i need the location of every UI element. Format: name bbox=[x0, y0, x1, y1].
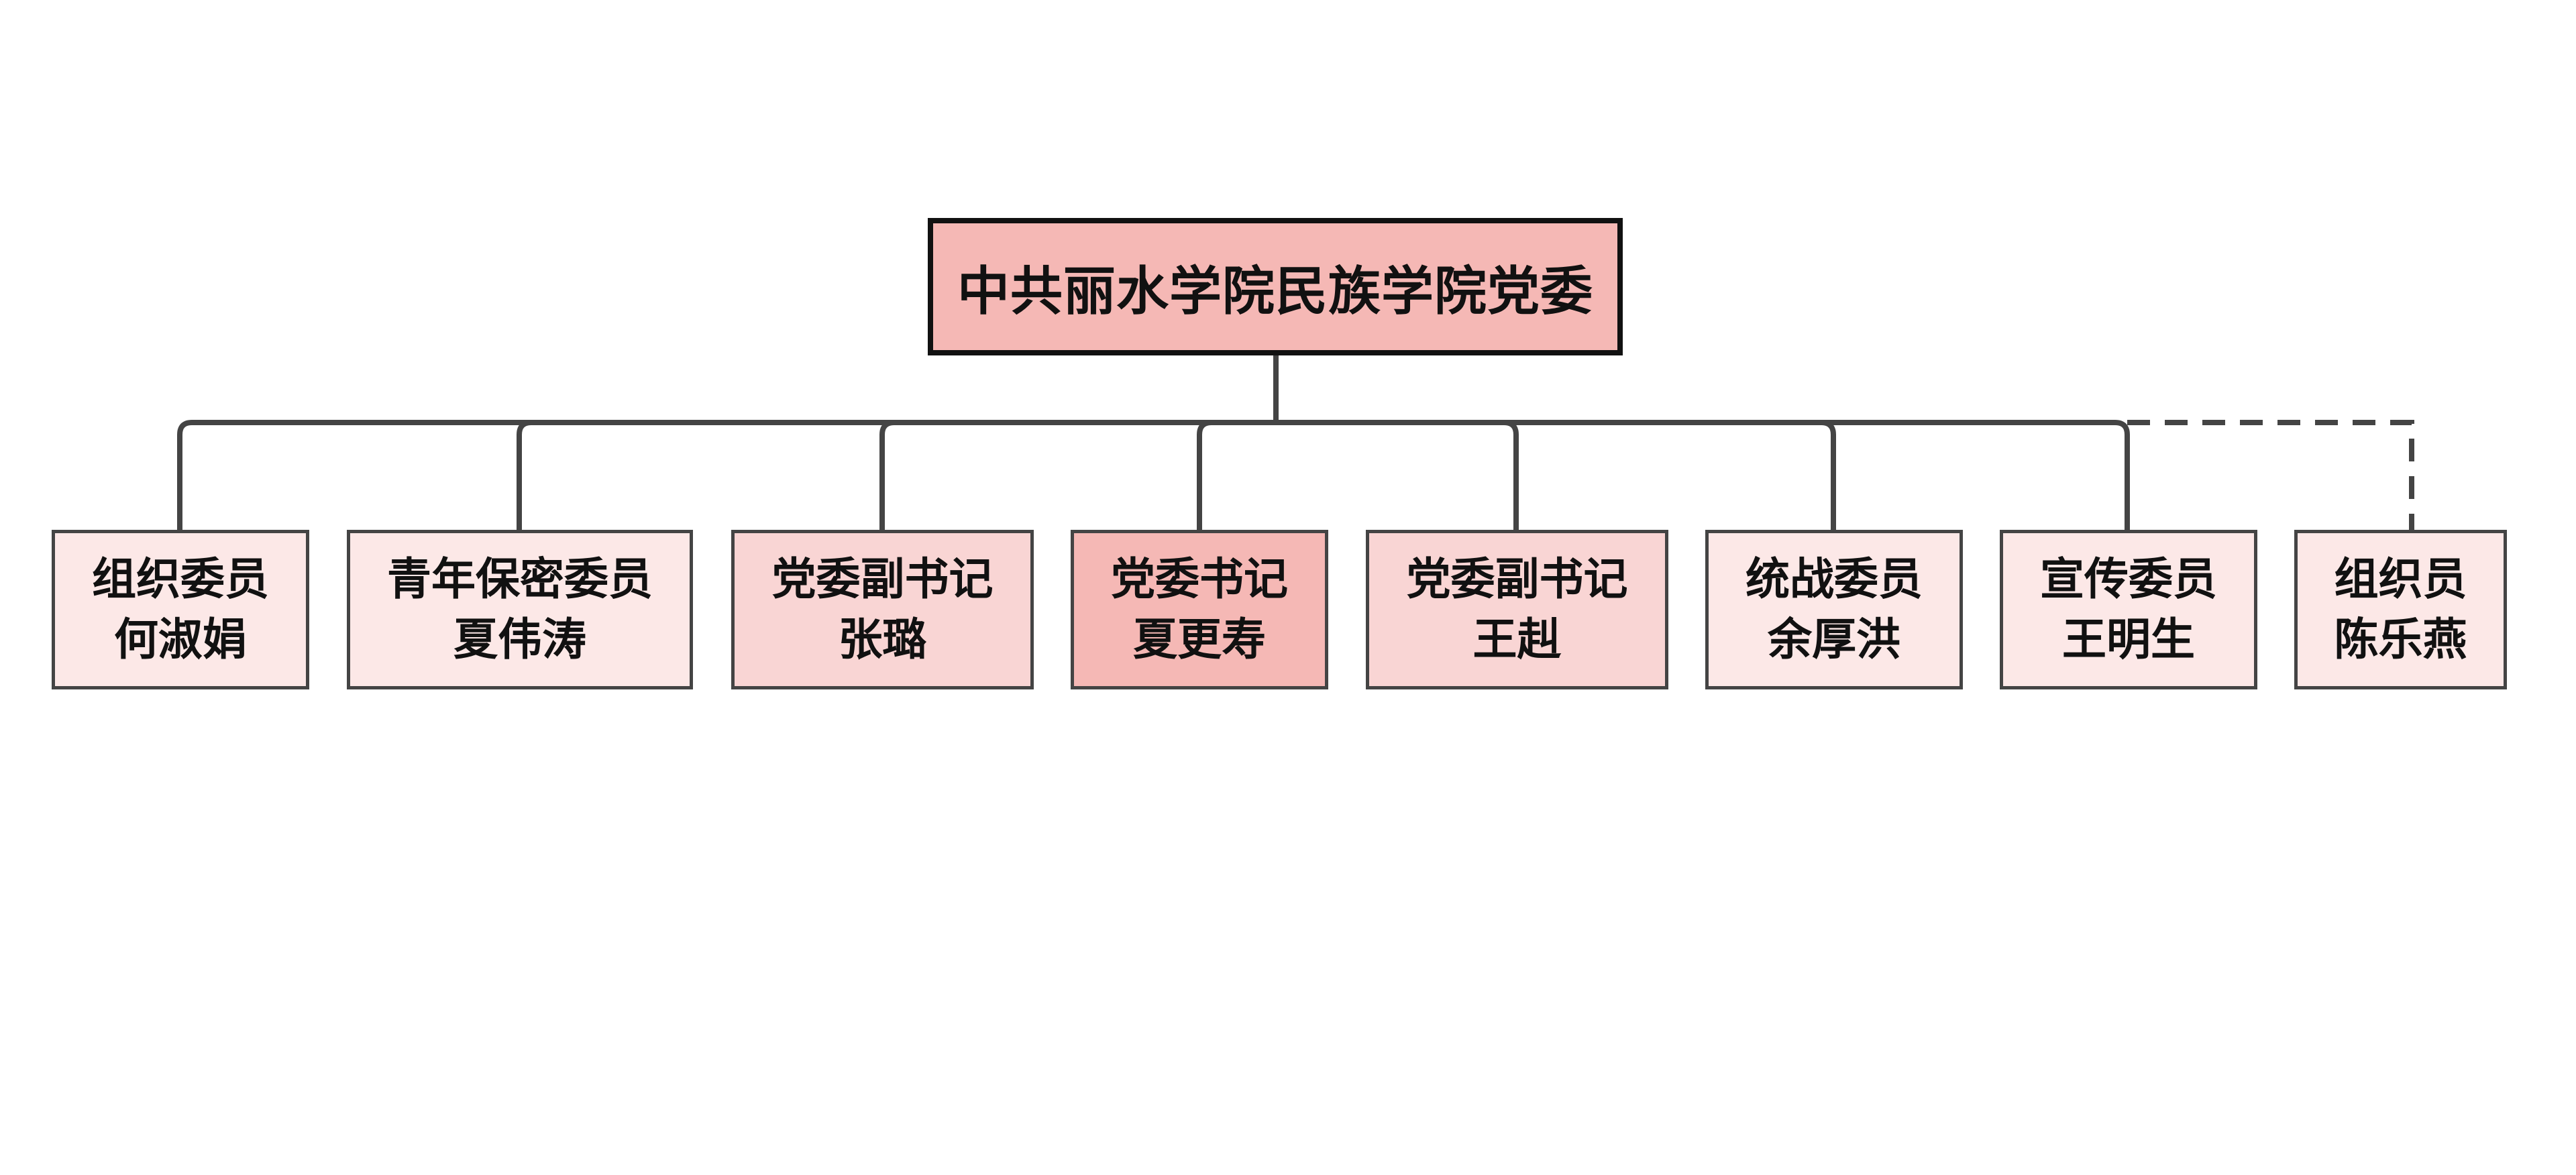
dashed-link-line bbox=[2127, 420, 2414, 530]
branch-curve-3 bbox=[1197, 420, 1212, 435]
member-role: 宣传委员 bbox=[2040, 553, 2217, 605]
member-role: 党委书记 bbox=[1111, 553, 1288, 605]
member-name: 张璐 bbox=[838, 614, 927, 665]
member-node-6[interactable]: 统战委员 余厚洪 bbox=[1705, 530, 1963, 689]
member-name: 王赳 bbox=[1472, 614, 1562, 665]
member-name: 何淑娟 bbox=[114, 614, 247, 665]
horizontal-bus-line bbox=[177, 420, 2130, 530]
member-name: 陈乐燕 bbox=[2334, 614, 2467, 665]
branch-curve-1 bbox=[517, 420, 532, 435]
member-name: 余厚洪 bbox=[1768, 614, 1900, 665]
member-role: 青年保密委员 bbox=[387, 553, 653, 605]
member-role: 组织员 bbox=[2334, 553, 2467, 605]
member-node-8[interactable]: 组织员 陈乐燕 bbox=[2294, 530, 2507, 689]
member-name: 王明生 bbox=[2062, 614, 2195, 665]
root-node[interactable]: 中共丽水学院民族学院党委 bbox=[928, 218, 1623, 355]
member-role: 党委副书记 bbox=[771, 553, 994, 605]
member-node-2[interactable]: 青年保密委员 夏伟涛 bbox=[347, 530, 693, 689]
member-node-5[interactable]: 党委副书记 王赳 bbox=[1366, 530, 1668, 689]
member-node-7[interactable]: 宣传委员 王明生 bbox=[2000, 530, 2257, 689]
branch-curve-4 bbox=[1503, 420, 1519, 435]
branch-curve-5 bbox=[1821, 420, 1836, 435]
branch-curve-2 bbox=[879, 420, 895, 435]
member-role: 统战委员 bbox=[1746, 553, 1923, 605]
root-label: 中共丽水学院民族学院党委 bbox=[957, 261, 1593, 322]
member-node-1[interactable]: 组织委员 何淑娟 bbox=[52, 530, 309, 689]
member-role: 组织委员 bbox=[92, 553, 269, 605]
member-node-3[interactable]: 党委副书记 张璐 bbox=[731, 530, 1034, 689]
member-name: 夏更寿 bbox=[1133, 614, 1266, 665]
member-role: 党委副书记 bbox=[1406, 553, 1628, 605]
member-name: 夏伟涛 bbox=[453, 614, 586, 665]
member-node-4[interactable]: 党委书记 夏更寿 bbox=[1071, 530, 1328, 689]
